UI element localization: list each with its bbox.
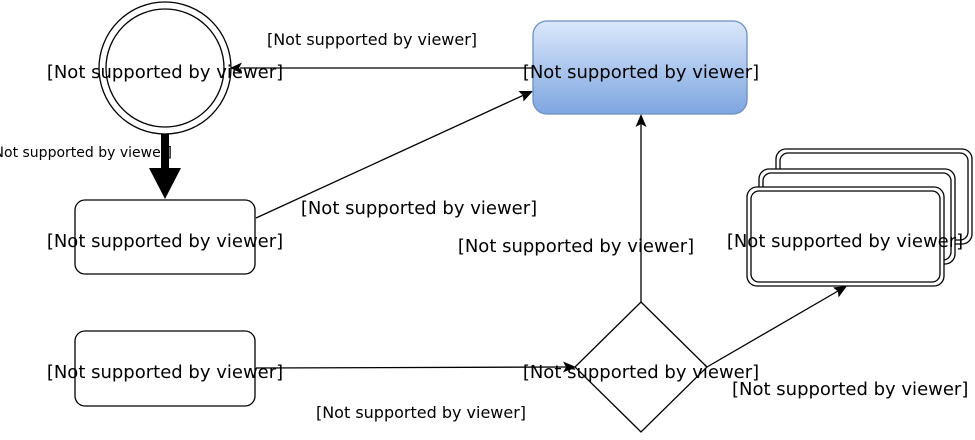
node-diamond[interactable]: [574, 301, 708, 433]
edge-diamond-to-blue[interactable]: [635, 114, 647, 302]
node-box-middle[interactable]: [74, 199, 256, 275]
edge-blue-to-circle[interactable]: [230, 62, 533, 74]
node-stack[interactable]: [746, 148, 973, 287]
node-box-bottom[interactable]: [74, 330, 256, 407]
edge-box-middle-to-blue-label: [Not supported by viewer]: [301, 198, 537, 219]
node-box-middle-label: [Not supported by viewer]: [47, 231, 283, 252]
node-blue-box-label: [Not supported by viewer]: [523, 62, 759, 83]
node-diamond-label: [Not supported by viewer]: [523, 362, 759, 383]
node-double-circle-label: [Not supported by viewer]: [47, 62, 283, 83]
edge-circle-to-box-middle-label: [Not supported by viewer]: [0, 145, 172, 161]
edge-circle-to-box-middle[interactable]: [149, 134, 181, 199]
edge-blue-to-circle-label: [Not supported by viewer]: [267, 30, 477, 49]
edge-box-middle-to-blue[interactable]: [255, 91, 533, 219]
node-double-circle[interactable]: [98, 1, 232, 135]
edge-box-bottom-to-diamond[interactable]: [255, 361, 576, 373]
node-blue-box[interactable]: [532, 20, 748, 115]
node-stack-label: [Not supported by viewer]: [727, 231, 963, 252]
node-box-bottom-label: [Not supported by viewer]: [47, 362, 283, 383]
edge-diamond-to-stack-label: [Not supported by viewer]: [732, 379, 968, 400]
edge-box-bottom-to-diamond-label: [Not supported by viewer]: [316, 403, 526, 422]
edge-diamond-to-stack[interactable]: [706, 286, 847, 368]
edge-diamond-to-blue-label: [Not supported by viewer]: [458, 236, 694, 257]
